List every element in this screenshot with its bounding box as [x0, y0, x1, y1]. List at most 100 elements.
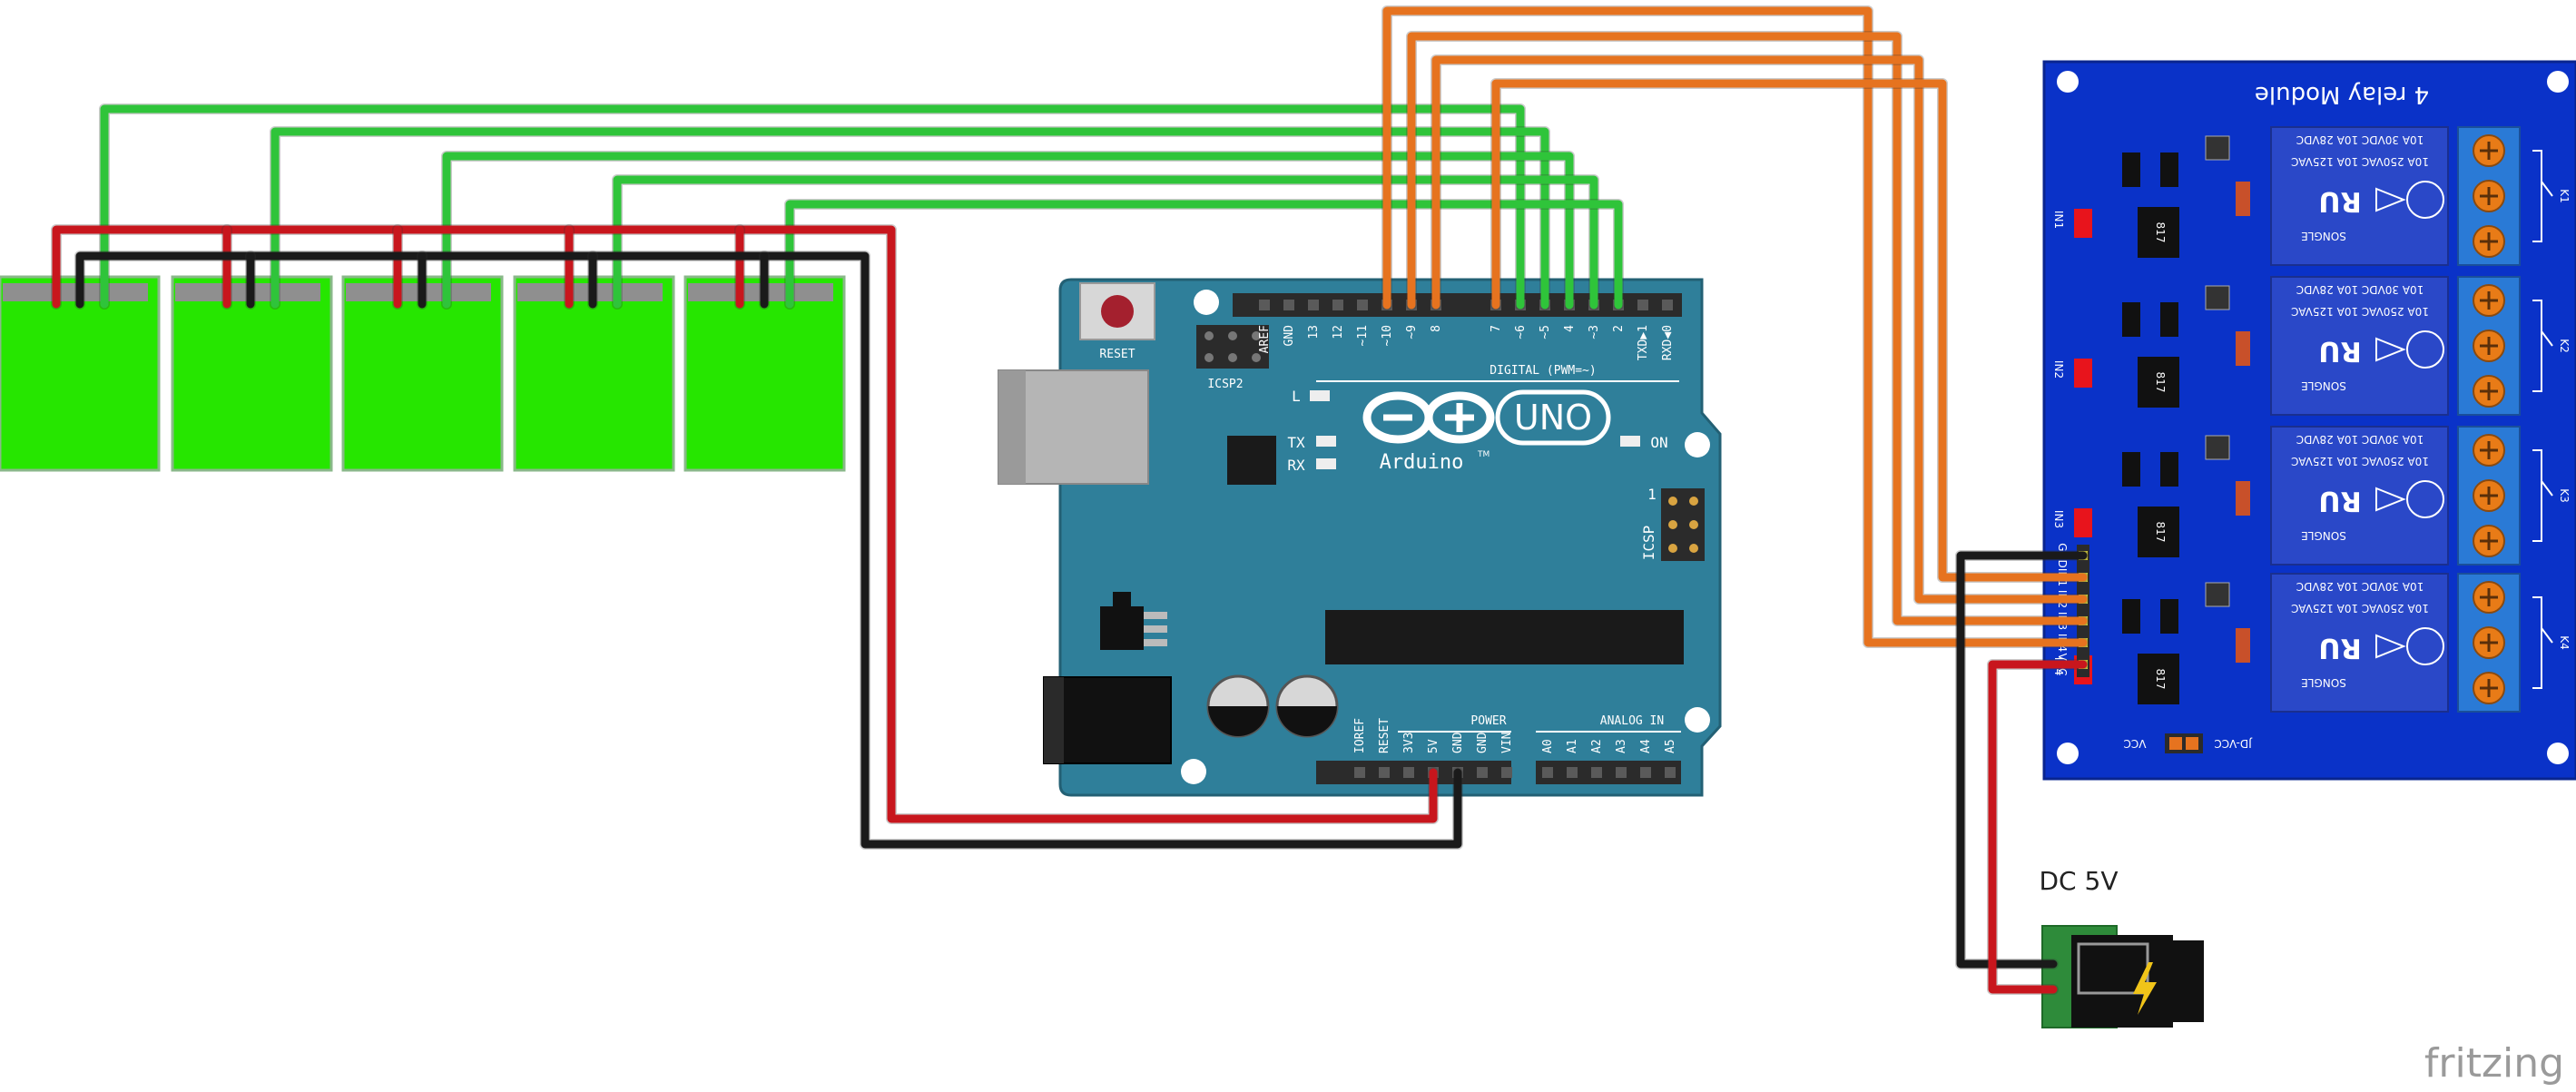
relay-schematic-icon — [2532, 300, 2553, 392]
dc-power-jack[interactable] — [2041, 925, 2204, 1028]
chip-label: 817 — [2154, 222, 2167, 243]
digital-pin-label: TXD▶1 — [1637, 325, 1650, 360]
power-pin-label: 5V — [1427, 739, 1440, 753]
optocoupler-chip — [2138, 207, 2179, 258]
digital-pin-hole[interactable] — [1259, 300, 1270, 310]
smd-transistor — [2122, 302, 2140, 337]
analog-label: ANALOG IN — [1600, 714, 1664, 728]
relay-brand: SONGLE — [2301, 379, 2346, 392]
power-pin-hole[interactable] — [1477, 767, 1488, 778]
relay-control-wire-4[interactable] — [1491, 79, 2088, 582]
atmega-chip — [1325, 610, 1684, 664]
usb-connector — [998, 369, 1149, 485]
digital-pin-hole[interactable] — [1662, 300, 1673, 310]
digital-pin-hole[interactable] — [1637, 300, 1648, 310]
analog-pin-hole[interactable] — [1567, 767, 1578, 778]
power-pin-hole[interactable] — [1501, 767, 1512, 778]
smd-resistor — [2236, 481, 2250, 516]
analog-pin-hole[interactable] — [1665, 767, 1676, 778]
digital-pin-hole[interactable] — [1357, 300, 1368, 310]
power-pin-hole[interactable] — [1354, 767, 1365, 778]
digital-pin-hole[interactable] — [1308, 300, 1319, 310]
digital-pin-label: ~5 — [1539, 325, 1552, 339]
sensor-1[interactable] — [0, 275, 161, 472]
sensor-row — [0, 275, 846, 472]
relay-rating-ac: 10A 250VAC 10A 125VAC — [2291, 305, 2429, 318]
smd-diode — [2205, 435, 2230, 460]
relay-module[interactable]: 4 relay Module 10A 30VDC 10A 28VDC 10A 25… — [2042, 60, 2576, 781]
sensor-signal-wire-4[interactable] — [613, 175, 1598, 310]
analog-pin-hole[interactable] — [1640, 767, 1651, 778]
wires — [51, 5, 2089, 995]
relay-control-wire-3[interactable] — [1431, 55, 2088, 604]
power-pin-hole[interactable] — [1379, 767, 1390, 778]
analog-pin-hole[interactable] — [1616, 767, 1627, 778]
analog-pin-label: A1 — [1566, 739, 1579, 753]
relay-gnd-supply-wire[interactable] — [1956, 551, 2088, 969]
smd-transistor — [2160, 599, 2178, 634]
reset-button[interactable] — [1079, 282, 1155, 340]
relay-schematic-icon — [2532, 449, 2553, 542]
smd-resistor — [2236, 628, 2250, 663]
ul-mark-icon: RU — [2318, 335, 2361, 367]
digital-pin-label: ~6 — [1514, 325, 1528, 339]
relay-vcc-supply-wire[interactable] — [1988, 660, 2088, 994]
voltage-regulator — [1100, 592, 1167, 650]
usb-chip — [1227, 436, 1276, 485]
vcc-label: VCC — [2124, 737, 2147, 750]
digital-pin-label: RXD◀0 — [1661, 325, 1675, 360]
digital-pin-label: ~10 — [1381, 325, 1394, 346]
dc-5v-label: DC 5V — [2040, 866, 2119, 896]
digital-pin-label: ~9 — [1405, 325, 1419, 339]
digital-pin-hole[interactable] — [1283, 300, 1294, 310]
smd-transistor — [2122, 599, 2140, 634]
mounting-hole — [2547, 71, 2569, 93]
digital-pin-label: 13 — [1307, 325, 1321, 339]
relay-brand: SONGLE — [2301, 676, 2346, 689]
power-pin-hole[interactable] — [1403, 767, 1414, 778]
rx-led — [1316, 458, 1336, 469]
cqc-mark-icon — [2406, 330, 2444, 369]
input-label: IN2 — [2052, 360, 2065, 379]
sensor-5[interactable] — [683, 275, 846, 472]
arduino-logo — [1362, 389, 1611, 446]
digital-pin-label: 7 — [1490, 325, 1503, 332]
analog-pin-hole[interactable] — [1542, 767, 1553, 778]
power-pin-label: VIN — [1500, 733, 1514, 753]
smd-diode — [2205, 135, 2230, 161]
digital-pin-label: 2 — [1612, 325, 1626, 332]
cqc-mark-icon — [2406, 480, 2444, 518]
vcc-bus-wire[interactable] — [52, 225, 1438, 823]
relay-rating-dc: 10A 30VDC 10A 28VDC — [2296, 433, 2424, 446]
smd-transistor — [2122, 152, 2140, 187]
optocoupler-chip — [2138, 357, 2179, 408]
analog-pin-hole[interactable] — [1591, 767, 1602, 778]
mounting-hole — [1685, 432, 1710, 457]
relay-rating-dc: 10A 30VDC 10A 28VDC — [2296, 283, 2424, 296]
digital-pin-label: 8 — [1430, 325, 1443, 332]
relay-channel-2[interactable]: 10A 30VDC 10A 28VDC 10A 250VAC 10A 125VAC… — [2052, 276, 2571, 416]
relay-id-label: K4 — [2558, 635, 2571, 650]
relay-id-label: K1 — [2558, 189, 2571, 203]
capacitor — [1206, 674, 1270, 738]
gnd-bus-wire[interactable] — [75, 251, 1462, 849]
reset-label: RESET — [1099, 348, 1135, 361]
input-label: IN1 — [2052, 211, 2065, 229]
relay-control-wire-1[interactable] — [1382, 6, 2088, 647]
digital-pin-hole[interactable] — [1332, 300, 1343, 310]
sensor-signal-wire-2[interactable] — [270, 127, 1549, 310]
relay-body — [2270, 126, 2449, 266]
digital-pin-label: ~3 — [1588, 325, 1601, 339]
sensor-4[interactable] — [513, 275, 675, 472]
digital-pin-label: 4 — [1563, 325, 1577, 332]
sensor-3[interactable] — [341, 275, 504, 472]
relay-schematic-icon — [2532, 596, 2553, 689]
icsp-header — [1661, 488, 1705, 561]
ul-mark-icon: RU — [2318, 485, 2361, 516]
relay-module-title: 4 relay Module — [2255, 81, 2429, 108]
power-bolt-icon — [2133, 962, 2157, 1015]
